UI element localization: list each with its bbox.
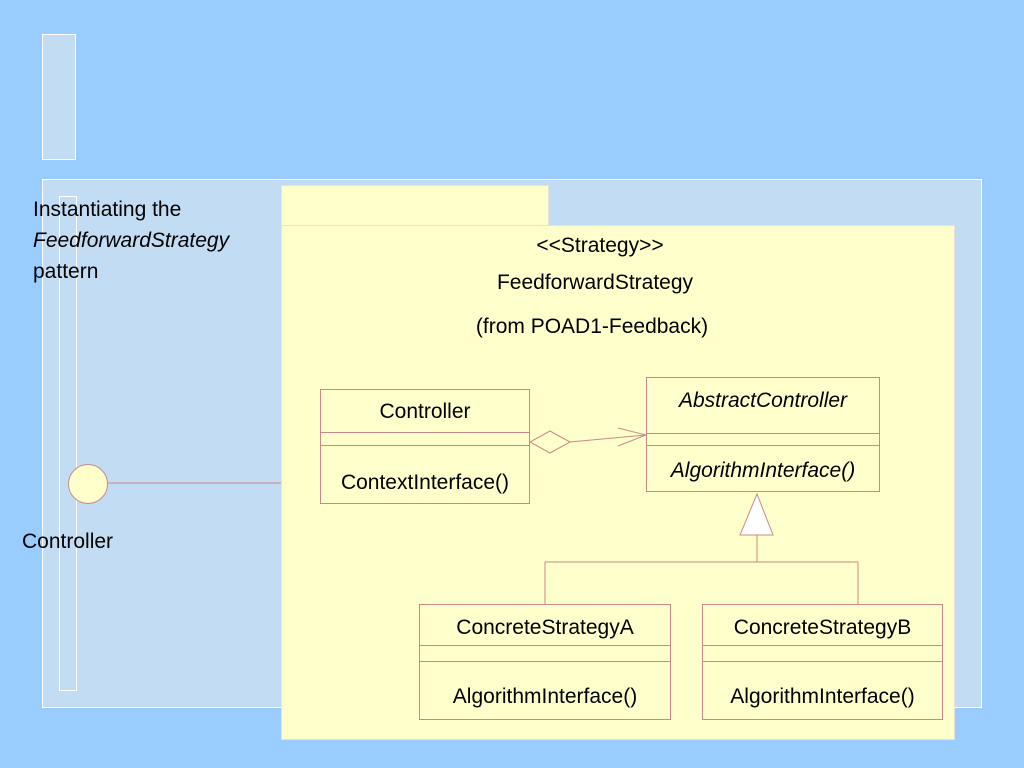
class-divider [647,433,879,434]
aggregation-diamond [528,430,572,454]
class-concrete-a-name: ConcreteStrategyA [456,616,634,639]
class-concrete-strategy-a[interactable]: ConcreteStrategyA AlgorithmInterface() [419,604,671,720]
slide-title: Instantiating the FeedforwardStrategy pa… [33,194,229,287]
decorative-bar [42,34,76,160]
class-divider [647,445,879,446]
package-origin: (from POAD1-Feedback) [475,315,709,338]
class-abstract-controller[interactable]: AbstractController AlgorithmInterface() [646,377,880,492]
class-concrete-b-name: ConcreteStrategyB [733,616,912,639]
class-divider [321,445,529,446]
package-stereotype: <<Strategy>> [536,234,664,257]
package-tab [281,185,549,226]
package-name: FeedforwardStrategy [496,271,694,294]
class-abstract-controller-name: AbstractController [678,389,848,412]
class-concrete-strategy-b[interactable]: ConcreteStrategyB AlgorithmInterface() [702,604,943,720]
class-abstract-controller-operation: AlgorithmInterface() [670,459,856,482]
interface-label: Controller [22,530,114,553]
class-divider [420,661,670,662]
class-controller-operation: ContextInterface() [340,471,510,494]
class-controller[interactable]: Controller ContextInterface() [320,389,530,504]
association-line [569,434,647,443]
class-concrete-a-operation: AlgorithmInterface() [452,685,638,708]
title-line-1: Instantiating the [33,198,182,221]
class-controller-name: Controller [379,400,471,423]
title-line-2: FeedforwardStrategy [33,229,230,252]
class-concrete-b-operation: AlgorithmInterface() [730,685,915,708]
title-line-3: pattern [33,260,99,283]
decorative-strip [59,196,77,691]
class-divider [703,661,942,662]
interface-circle-icon[interactable] [68,464,108,504]
generalization-triangle [739,492,774,536]
class-divider [420,645,670,646]
class-divider [321,432,529,433]
class-divider [703,645,942,646]
